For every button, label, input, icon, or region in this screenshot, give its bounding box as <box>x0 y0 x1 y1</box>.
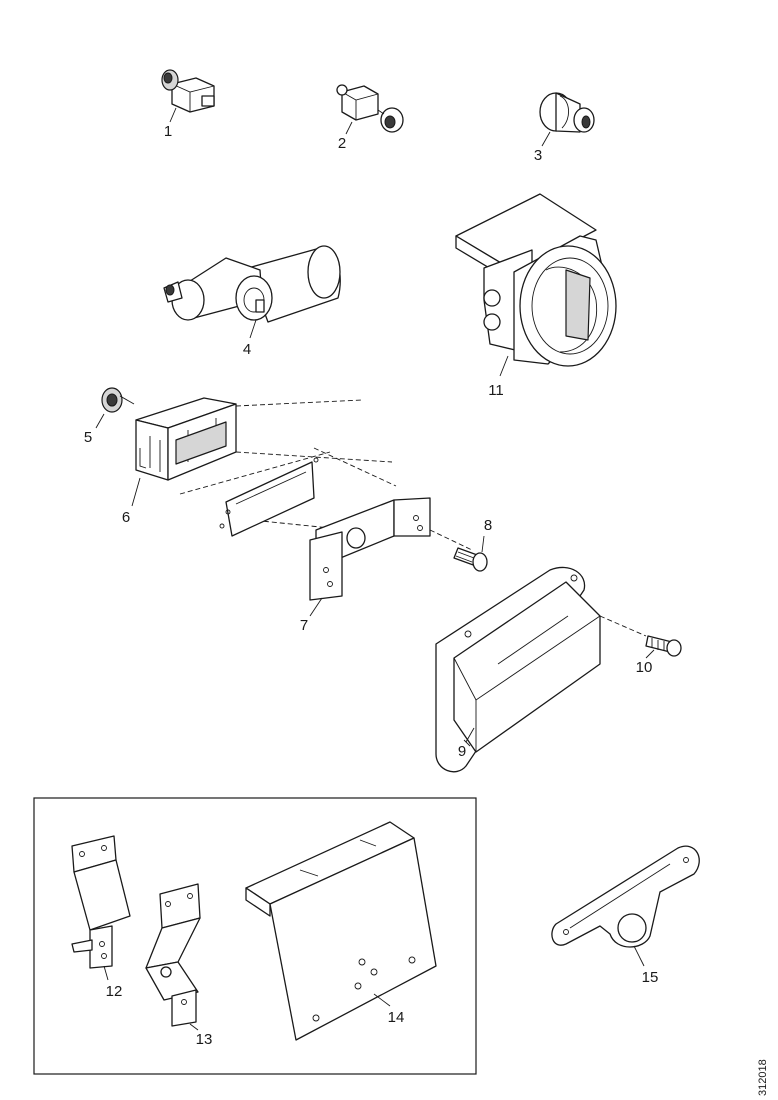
part-1-switch: 1 <box>161 69 215 140</box>
part-2-switch: 2 <box>336 84 404 152</box>
callout-8: 8 <box>484 517 492 534</box>
callout-5: 5 <box>84 429 92 446</box>
part-10-screw: 10 <box>599 615 682 676</box>
callout-6: 6 <box>122 509 130 526</box>
part-9-housing: 9 <box>435 566 601 773</box>
part-13-bracket: 13 <box>145 883 213 1048</box>
part-11-horn: 11 <box>455 193 617 399</box>
callout-4: 4 <box>243 341 251 358</box>
part-15-strap: 15 <box>551 845 700 986</box>
part-3-knob: 3 <box>534 92 595 164</box>
part-12-bracket: 12 <box>71 835 131 1000</box>
cover-plate <box>219 457 319 537</box>
bracket-kit-frame <box>33 797 477 1075</box>
part-6-lamp-housing: 6 <box>122 397 237 526</box>
callout-10: 10 <box>636 659 653 676</box>
callout-11: 11 <box>488 382 504 399</box>
part-5-bulb: 5 <box>84 387 135 446</box>
callout-1: 1 <box>164 123 172 140</box>
callout-9: 9 <box>458 743 466 760</box>
callout-7: 7 <box>300 617 308 634</box>
part-14-plate: 14 <box>245 821 437 1041</box>
callout-13: 13 <box>196 1031 213 1048</box>
callout-12: 12 <box>106 983 123 1000</box>
part-8-screw: 8 <box>453 517 492 572</box>
callout-15: 15 <box>642 969 659 986</box>
drawing-reference-number: 312018 <box>757 1059 769 1096</box>
callout-3: 3 <box>534 147 542 164</box>
part-7-bracket: 7 <box>300 497 431 634</box>
callout-2: 2 <box>338 135 346 152</box>
callout-14: 14 <box>388 1009 405 1026</box>
part-4-cylinder-assembly: 4 <box>163 245 341 358</box>
